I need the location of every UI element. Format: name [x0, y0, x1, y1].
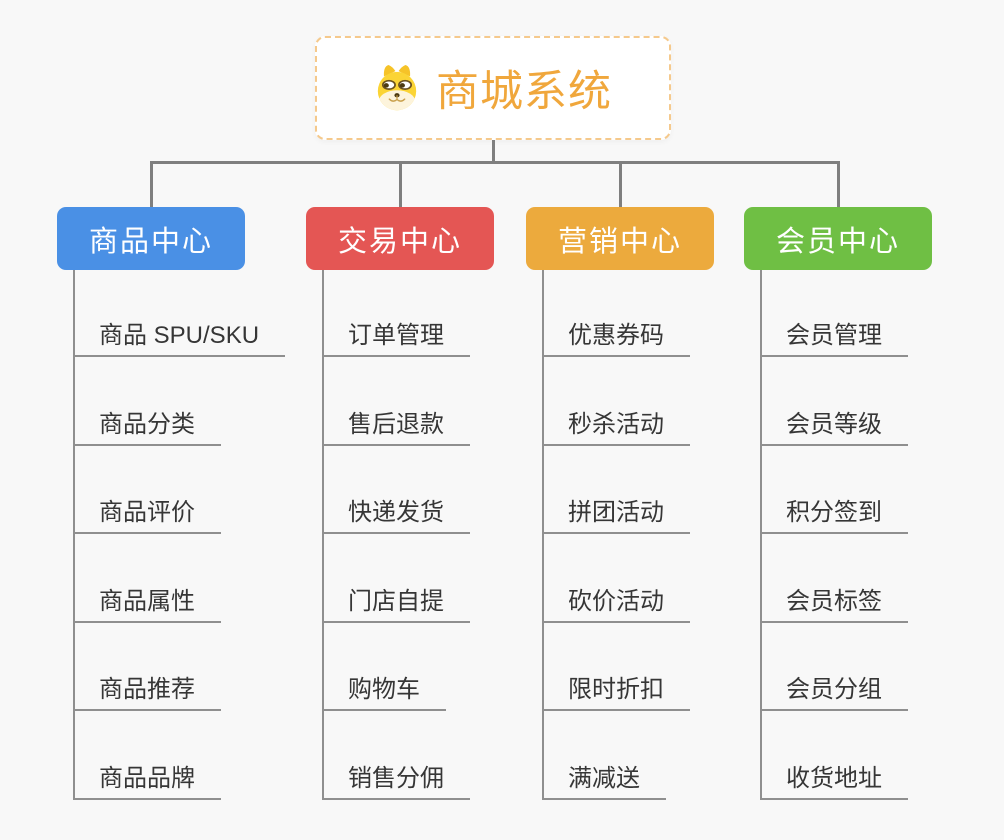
connector-line: [491, 140, 495, 164]
leaf-node-marketing-center-2[interactable]: 秒杀活动: [542, 406, 690, 446]
leaf-label: 优惠券码: [568, 322, 664, 349]
leaf-node-marketing-center-1[interactable]: 优惠券码: [542, 317, 690, 357]
root-title: 商城系统: [436, 68, 612, 116]
branch-node-marketing-center[interactable]: 营销中心: [526, 207, 714, 270]
leaf-node-member-center-3[interactable]: 积分签到: [760, 494, 908, 535]
connector-line: [618, 161, 622, 207]
leaf-label: 限时折扣: [568, 676, 664, 704]
leaf-node-product-center-2[interactable]: 商品分类: [73, 406, 221, 446]
leaf-label: 积分签到: [786, 499, 882, 527]
leaf-label: 购物车: [348, 676, 420, 704]
leaf-node-member-center-1[interactable]: 会员管理: [760, 317, 908, 357]
leaf-node-marketing-center-6[interactable]: 满减送: [542, 760, 666, 800]
leaf-label: 收货地址: [786, 765, 882, 792]
leaf-label: 拼团活动: [568, 499, 664, 527]
leaf-node-trade-center-5[interactable]: 购物车: [322, 671, 446, 712]
leaf-label: 商品属性: [99, 587, 195, 615]
connector-line: [149, 161, 840, 164]
leaf-label: 商品 SPU/SKU: [99, 322, 260, 349]
leaf-node-marketing-center-4[interactable]: 砍价活动: [542, 583, 690, 623]
leaf-label: 会员管理: [786, 322, 882, 349]
leaf-node-trade-center-1[interactable]: 订单管理: [322, 317, 470, 357]
leaf-node-member-center-5[interactable]: 会员分组: [760, 671, 908, 712]
branch-label: 商品中心: [88, 225, 213, 258]
dog-face-icon: [374, 63, 420, 113]
leaf-label: 会员标签: [786, 587, 882, 615]
leaf-node-trade-center-4[interactable]: 门店自提: [322, 583, 470, 623]
leaf-label: 门店自提: [348, 587, 444, 615]
leaf-label: 商品推荐: [99, 676, 195, 704]
branch-node-trade-center[interactable]: 交易中心: [306, 207, 494, 270]
leaf-label: 商品品牌: [99, 765, 195, 792]
connector-line: [398, 161, 402, 207]
leaf-label: 会员分组: [786, 676, 882, 704]
leaf-node-trade-center-3[interactable]: 快递发货: [322, 494, 470, 535]
leaf-node-product-center-5[interactable]: 商品推荐: [73, 671, 221, 712]
leaf-label: 秒杀活动: [568, 410, 664, 438]
leaf-node-marketing-center-3[interactable]: 拼团活动: [542, 494, 690, 535]
leaf-node-product-center-3[interactable]: 商品评价: [73, 494, 221, 535]
leaf-node-trade-center-6[interactable]: 销售分佣: [322, 760, 470, 800]
leaf-label: 销售分佣: [348, 765, 444, 792]
leaf-label: 订单管理: [348, 322, 444, 349]
leaf-label: 快递发货: [348, 499, 444, 527]
leaf-node-member-center-2[interactable]: 会员等级: [760, 406, 908, 446]
leaf-label: 砍价活动: [568, 587, 664, 615]
branch-node-product-center[interactable]: 商品中心: [57, 207, 245, 270]
connector-line: [542, 270, 544, 800]
connector-line: [149, 161, 153, 207]
branch-label: 会员中心: [775, 225, 900, 258]
leaf-node-marketing-center-5[interactable]: 限时折扣: [542, 671, 690, 712]
connector-line: [73, 270, 75, 800]
leaf-label: 会员等级: [786, 410, 882, 438]
leaf-node-member-center-4[interactable]: 会员标签: [760, 583, 908, 623]
leaf-node-product-center-6[interactable]: 商品品牌: [73, 760, 221, 800]
connector-line: [836, 161, 840, 207]
leaf-label: 商品分类: [99, 410, 195, 438]
leaf-node-trade-center-2[interactable]: 售后退款: [322, 406, 470, 446]
branch-label: 交易中心: [337, 225, 462, 258]
connector-line: [760, 270, 762, 800]
branch-label: 营销中心: [557, 225, 682, 258]
leaf-node-product-center-4[interactable]: 商品属性: [73, 583, 221, 623]
leaf-node-member-center-6[interactable]: 收货地址: [760, 760, 908, 800]
leaf-label: 商品评价: [99, 499, 195, 527]
branch-node-member-center[interactable]: 会员中心: [744, 207, 932, 270]
connector-line: [322, 270, 324, 800]
leaf-node-product-center-1[interactable]: 商品 SPU/SKU: [73, 317, 286, 357]
root-node[interactable]: 商城系统: [315, 36, 671, 140]
leaf-label: 售后退款: [348, 410, 444, 438]
leaf-label: 满减送: [568, 765, 640, 792]
